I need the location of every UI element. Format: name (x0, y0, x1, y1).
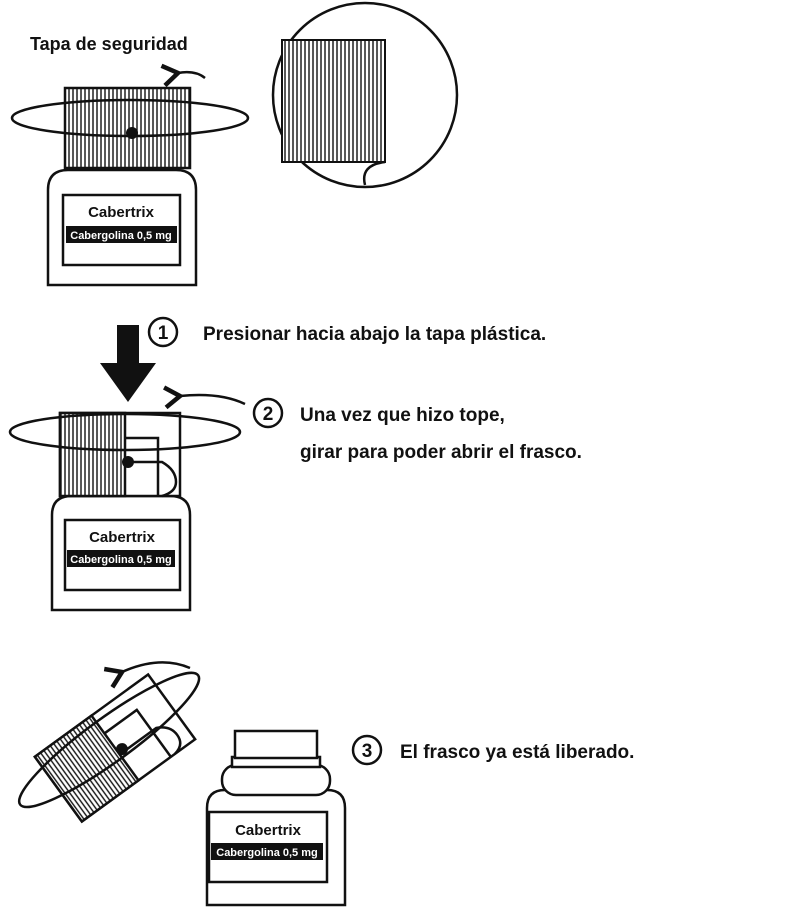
step-2: 2 Una vez que hizo tope, girar para pode… (252, 397, 582, 463)
step-1: 1 Presionar hacia abajo la tapa plástica… (147, 316, 546, 348)
brand-label: Cabertrix (88, 204, 155, 221)
product-label: Cabergolina 0,5 mg (216, 847, 317, 859)
step-number-badge (147, 316, 179, 348)
bottle-open: Cabertrix Cabergolina 0,5 mg (205, 729, 347, 907)
step-3: 3 El frasco ya está liberado. (351, 734, 634, 766)
rotation-arrow-icon (160, 63, 206, 88)
pivot-dot (126, 127, 138, 139)
step-number: 3 (362, 741, 373, 762)
step-number-badge (351, 734, 383, 766)
step-number: 2 (263, 404, 274, 425)
step-number-badge (252, 397, 284, 429)
safety-cap-title: Tapa de seguridad (30, 34, 188, 54)
rotation-arrow-icon (103, 661, 191, 689)
step-text: Presionar hacia abajo la tapa plástica. (203, 324, 546, 345)
product-label: Cabergolina 0,5 mg (70, 230, 171, 242)
bottle-pressed: Cabertrix Cabergolina 0,5 mg (8, 385, 246, 612)
bottle-closed: Cabertrix Cabergolina 0,5 mg (10, 63, 250, 287)
removed-cap (17, 671, 201, 824)
step-number: 1 (158, 323, 169, 344)
brand-label: Cabertrix (89, 529, 156, 546)
step-text: El frasco ya está liberado. (400, 742, 634, 763)
press-down-arrow-icon (100, 325, 156, 402)
rotation-arrow-icon (163, 385, 246, 410)
brand-label: Cabertrix (235, 822, 302, 839)
product-label: Cabergolina 0,5 mg (70, 554, 171, 566)
step-text-line: girar para poder abrir el frasco. (300, 442, 582, 463)
cap-detail-magnifier (271, 1, 459, 189)
step-text-line: Una vez que hizo tope, (300, 405, 505, 426)
